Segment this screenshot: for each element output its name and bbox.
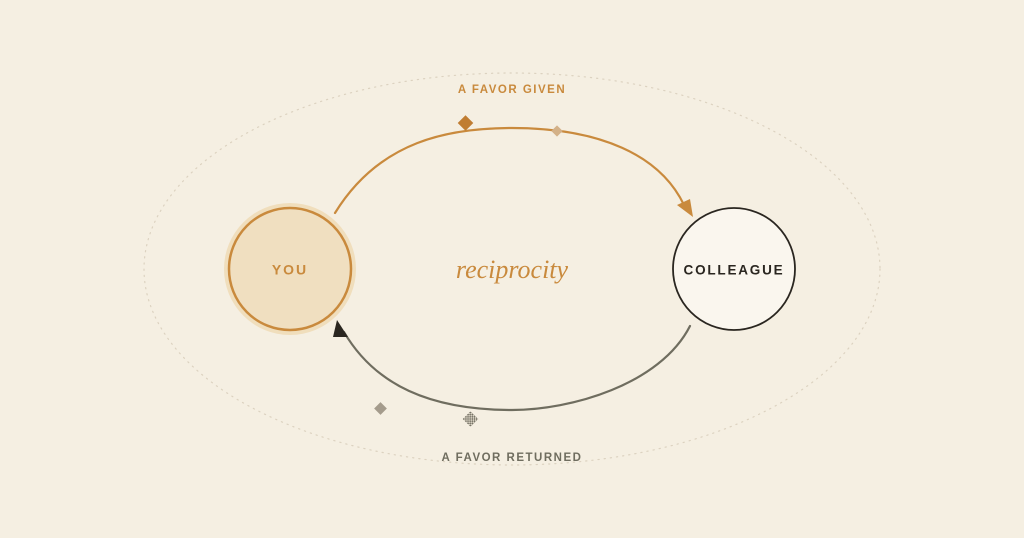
favor-given-arrow xyxy=(333,126,686,215)
node-colleague: COLLEAGUE xyxy=(672,207,796,331)
node-you: YOU xyxy=(224,203,356,335)
diamond-marker-icon xyxy=(551,125,563,137)
diamond-marker-icon xyxy=(374,402,387,415)
node-colleague-circle xyxy=(672,207,796,331)
center-word: reciprocity xyxy=(456,255,569,284)
favor-given-arrowhead-icon xyxy=(677,199,693,217)
outer-dotted-orbit xyxy=(143,72,881,466)
favor-returned-arrow xyxy=(342,324,692,412)
diamond-marker-icon xyxy=(457,115,474,131)
node-colleague-label: COLLEAGUE xyxy=(684,263,785,278)
favor-returned-label: A FAVOR RETURNED xyxy=(442,452,583,464)
favor-returned-arrowhead-icon xyxy=(333,320,348,337)
node-you-circle xyxy=(227,206,353,332)
diamond-marker-icon xyxy=(462,411,479,427)
node-you-label: YOU xyxy=(272,262,308,278)
favor-given-label: A FAVOR GIVEN xyxy=(458,84,566,96)
